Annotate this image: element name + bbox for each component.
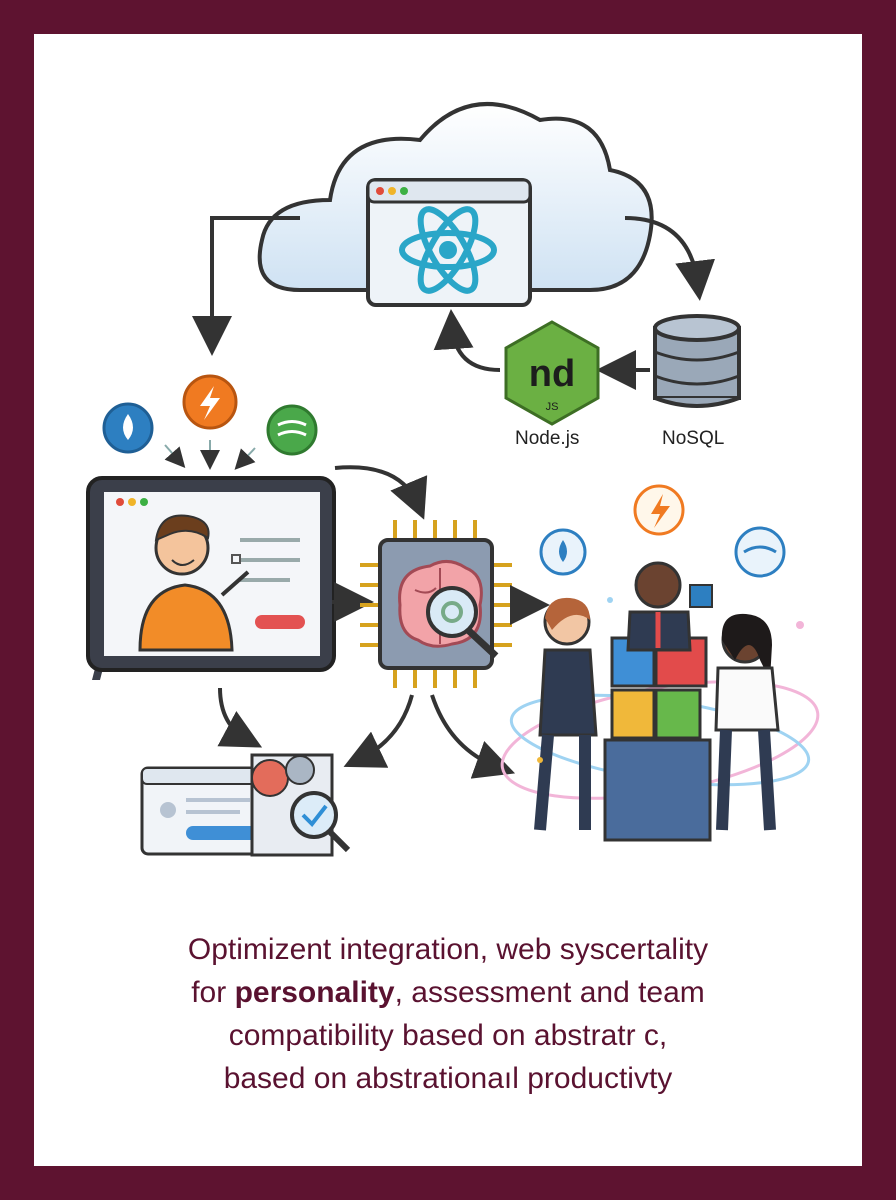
puzzle-icon xyxy=(610,584,713,740)
caption-line-2-end: , assessment and team xyxy=(394,976,705,1009)
caption: Optimizent integration, web syscertality… xyxy=(60,928,836,1100)
air-element-icon xyxy=(266,404,318,456)
team-puzzle-illustration xyxy=(500,484,820,842)
caption-line-2: for personality, assessment and team xyxy=(60,971,836,1014)
caption-line-1: Optimizent integration, web syscertality xyxy=(187,933,709,966)
caption-line-4: based on abstrationaıl productivty xyxy=(223,1062,673,1095)
arrow-tablet-to-report xyxy=(217,687,263,748)
gear-icon xyxy=(251,759,289,797)
gear-icon xyxy=(441,601,463,623)
person-right xyxy=(714,613,780,831)
checkmark-icon xyxy=(301,804,328,828)
assessment-report-icon xyxy=(140,753,351,857)
arrow-tablet-to-team xyxy=(334,465,428,520)
arrow-cloud-to-tablet xyxy=(192,216,300,356)
water-element-icon xyxy=(102,402,154,454)
air-element-icon xyxy=(734,526,786,578)
person-center xyxy=(626,561,692,652)
arrow-cloud-to-db xyxy=(624,216,716,301)
tablet-icon xyxy=(86,476,336,680)
ai-chip-icon xyxy=(360,520,512,688)
person-left xyxy=(534,597,598,831)
caption-keyword: personality xyxy=(234,976,395,1009)
nodejs-logo-icon: nd JS xyxy=(504,320,600,426)
arrow-chip-to-team-bottom xyxy=(430,694,516,779)
node-js-badge: JS xyxy=(546,401,559,413)
react-browser-window xyxy=(366,178,532,307)
magnifier-icon xyxy=(426,586,499,659)
database-icon xyxy=(653,314,741,408)
caption-line-2-start: for xyxy=(191,976,235,1009)
arrow-node-to-cloud xyxy=(433,309,501,372)
arrow-chip-to-report xyxy=(343,694,414,768)
lightning-element-icon xyxy=(182,374,238,430)
nosql-label: NoSQL xyxy=(662,428,725,449)
node-logo-text: nd xyxy=(529,353,575,395)
react-logo-icon xyxy=(399,206,497,294)
nodejs-label: Node.js xyxy=(515,428,580,449)
caption-line-3: compatibility based on abstratr c, xyxy=(228,1019,668,1052)
